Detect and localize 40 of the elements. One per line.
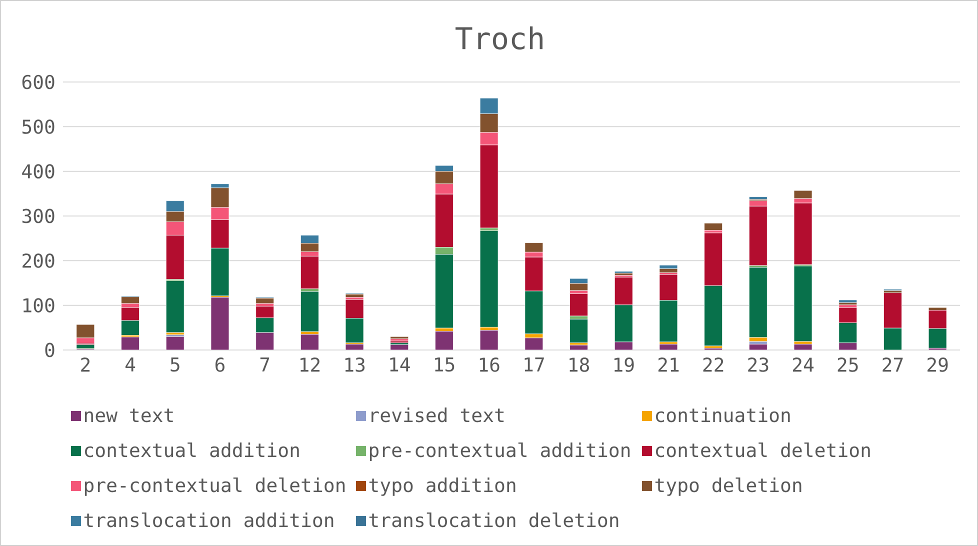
x-tick-label: 15 [435,358,454,372]
x-tick-label: 7 [260,358,270,372]
legend-item: typo addition [356,478,516,496]
x-tick-label: 29 [928,358,948,372]
x-tick-label: 25 [838,358,858,372]
legend-item: pre-contextual addition [356,442,630,461]
legend-item: contextual addition [71,442,299,458]
legend-item: continuation [642,408,790,422]
bar-chart: 2 4 5 6 7 12 13 14 15 16 17 18 19 21 22 23 24 25 27 29 0 100 200 300 400 500 600 [22,74,960,372]
x-tick-label: 4 [126,358,136,372]
y-tick-label: 500 [22,119,54,134]
y-tick-label: 200 [22,253,54,268]
x-tick-label: 14 [390,358,410,372]
y-tick-label: 100 [23,298,54,313]
x-tick-label: 13 [345,358,365,372]
legend-item: translocation addition [71,512,334,528]
x-tick-label: 24 [792,358,814,372]
y-tick-label: 600 [22,74,54,90]
legend-item: translocation deletion [356,512,618,528]
legend-item: revised text [356,408,504,422]
legend-item: contextual deletion [642,442,870,458]
x-tick-label: 22 [703,358,724,372]
x-tick-label: 2 [81,358,90,372]
x-tick-label: 27 [882,358,903,372]
x-tick-label: 16 [480,358,500,372]
x-tick-label: 17 [524,358,544,372]
y-tick-label: 300 [22,208,54,224]
y-tick-label: 400 [22,164,54,179]
x-tick-label: 6 [216,358,224,372]
x-tick-label: 21 [658,358,679,372]
y-tick-label: 0 [45,342,54,358]
legend-item: typo deletion [642,477,802,496]
x-tick-label: 23 [748,358,768,372]
x-tick-label: 18 [570,358,589,372]
x-tick-label: 19 [614,358,634,372]
legend-item: pre-contextual deletion [71,477,345,496]
chart-title: Troch [456,26,542,50]
x-tick-label: 5 [170,358,180,372]
x-tick-label: 12 [300,358,320,372]
legend-item: new text [71,408,173,422]
